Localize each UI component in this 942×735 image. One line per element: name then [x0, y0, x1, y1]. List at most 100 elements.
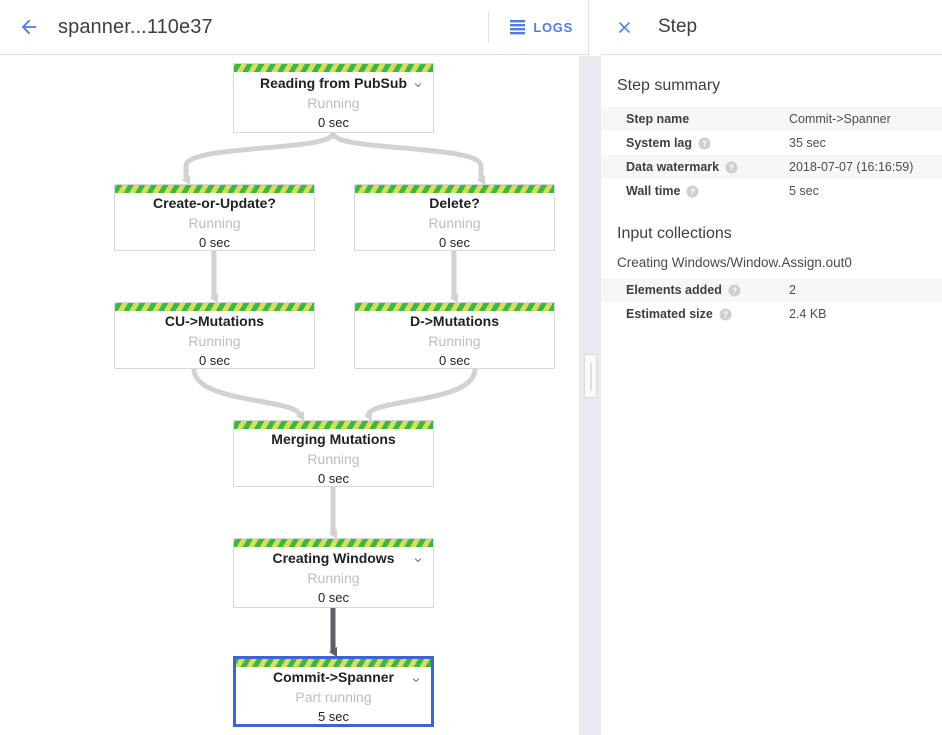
chevron-down-icon[interactable] — [409, 673, 423, 687]
help-icon[interactable]: ? — [698, 137, 711, 150]
node-elapsed-time: 0 sec — [438, 352, 471, 368]
close-panel-button[interactable] — [604, 7, 644, 47]
pane-splitter[interactable] — [579, 56, 601, 735]
svg-text:?: ? — [729, 163, 734, 172]
table-row-key-label: Elements added — [626, 283, 722, 297]
job-header: spanner...110e37 LOGS — [0, 0, 588, 55]
node-status: Part running — [295, 688, 372, 705]
node-name: Creating Windows — [272, 550, 395, 566]
node-status-stripe — [355, 185, 554, 193]
node-status-stripe — [115, 303, 314, 311]
step-panel-title: Step — [658, 16, 698, 37]
node-status-stripe — [234, 421, 433, 429]
back-button[interactable] — [6, 4, 52, 50]
node-name: CU->Mutations — [164, 312, 265, 329]
header-actions: LOGS — [488, 0, 588, 54]
table-row-key-label: System lag — [626, 136, 693, 150]
node-elapsed-time: 0 sec — [317, 115, 350, 130]
table-row: Wall time?5 sec — [601, 179, 942, 203]
node-status: Running — [307, 570, 360, 586]
node-name: Commit->Spanner — [273, 668, 394, 685]
svg-text:?: ? — [732, 286, 737, 295]
svg-text:?: ? — [690, 187, 695, 196]
svg-text:?: ? — [702, 139, 707, 148]
node-status-stripe — [115, 185, 314, 193]
help-icon[interactable]: ? — [719, 308, 732, 321]
help-icon[interactable]: ? — [728, 284, 741, 297]
node-status-stripe — [234, 64, 433, 72]
table-row: Elements added?2 — [601, 278, 942, 302]
table-row-value: Commit->Spanner — [789, 112, 891, 126]
node-elapsed-time: 0 sec — [317, 470, 350, 486]
node-name: Delete? — [429, 194, 480, 211]
table-row-key-label: Wall time — [626, 184, 681, 198]
table-row-key: Estimated size? — [626, 307, 789, 321]
table-row-key: Data watermark? — [626, 160, 789, 174]
table-row-key-label: Data watermark — [626, 160, 720, 174]
table-row-value: 5 sec — [789, 184, 819, 198]
logs-button[interactable]: LOGS — [503, 12, 588, 43]
graph-pane: spanner...110e37 LOGS — [0, 0, 589, 735]
chevron-down-icon[interactable] — [411, 78, 425, 92]
logs-list-icon — [510, 19, 526, 34]
node-name: D->Mutations — [409, 312, 500, 329]
node-elapsed-time: 0 sec — [198, 352, 231, 368]
node-name: Reading from PubSub — [260, 75, 407, 91]
table-row-key-label: Step name — [626, 112, 690, 126]
node-status-stripe — [234, 539, 433, 547]
step-summary-heading: Step summary — [617, 77, 721, 94]
table-row-value: 2.4 KB — [789, 307, 827, 321]
table-row: Data watermark?2018-07-07 (16:16:59) — [601, 155, 942, 179]
input-collections-heading: Input collections — [617, 225, 732, 242]
node-elapsed-time: 5 sec — [317, 708, 350, 724]
node-name: Merging Mutations — [271, 430, 396, 447]
logs-button-label: LOGS — [533, 19, 573, 35]
table-row-value: 35 sec — [789, 136, 826, 150]
node-status: Running — [428, 332, 481, 349]
node-elapsed-time: 0 sec — [438, 234, 471, 250]
table-row-key: Elements added? — [626, 283, 789, 297]
node-elapsed-time: 0 sec — [198, 234, 231, 250]
node-name: Create-or-Update? — [153, 194, 276, 211]
table-row: System lag? 35 sec — [601, 131, 942, 155]
page-title: spanner...110e37 — [58, 15, 213, 38]
resize-handle[interactable] — [584, 354, 597, 398]
table-row-value: 2 — [789, 283, 796, 297]
table-row-value: 2018-07-07 (16:16:59) — [789, 160, 914, 174]
table-row: Step name Commit->Spanner — [601, 107, 942, 131]
chevron-down-icon[interactable] — [411, 553, 425, 567]
node-status: Running — [307, 450, 360, 467]
table-row-key: Step name — [626, 112, 789, 126]
help-icon[interactable]: ? — [686, 185, 699, 198]
graph-edges — [182, 131, 485, 657]
table-row: Estimated size?2.4 KB — [601, 302, 942, 326]
arrow-left-icon — [21, 19, 37, 35]
node-status-stripe — [236, 659, 431, 667]
step-details-pane: Step Step summary Step name Commit->Spann… — [601, 0, 942, 735]
table-row-key: Wall time? — [626, 184, 789, 198]
svg-text:?: ? — [723, 310, 728, 319]
help-icon[interactable]: ? — [725, 161, 738, 174]
resize-grip — [590, 363, 592, 391]
node-status: Running — [307, 95, 360, 111]
step-panel-header: Step — [601, 0, 942, 55]
